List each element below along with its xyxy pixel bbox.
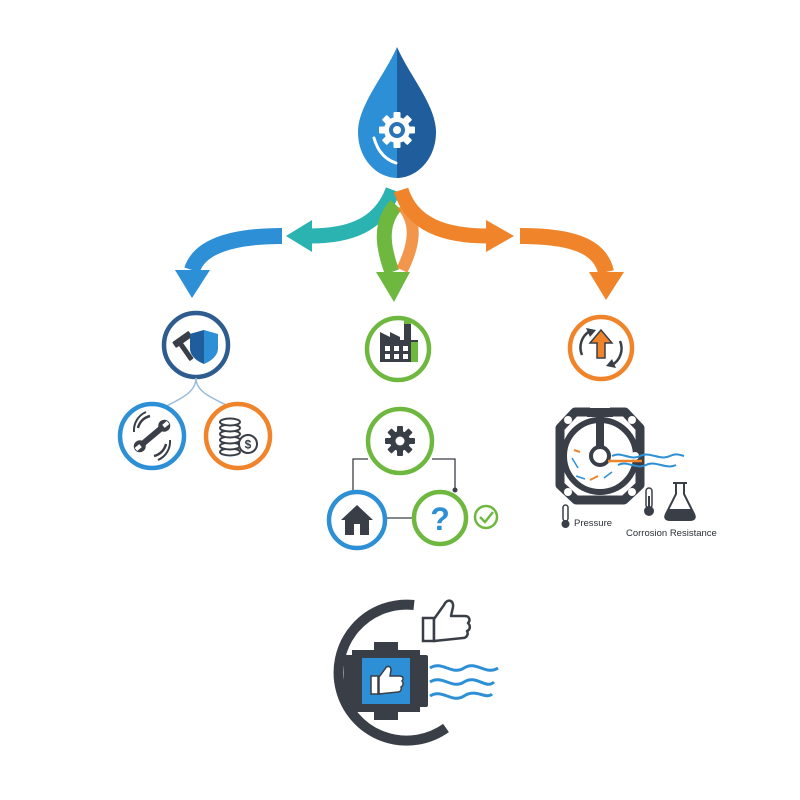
- svg-text:?: ?: [430, 501, 450, 537]
- left-column: $: [117, 310, 273, 471]
- right-column: Pressure Corrosion Resistance: [555, 314, 717, 539]
- wrench-icon: [117, 401, 187, 471]
- thermometer-icon: [561, 504, 570, 528]
- orange-arrow-right: [519, 228, 614, 275]
- valve-icon: [555, 407, 685, 505]
- question-icon: ?: [411, 489, 469, 547]
- coins-dollar-icon: $: [203, 401, 273, 471]
- refresh-arrow-up-icon: [567, 314, 635, 382]
- flask-icon: [664, 482, 696, 521]
- water-drop-gear-icon: [358, 47, 436, 178]
- gear-icon: [365, 406, 435, 476]
- svg-text:$: $: [245, 438, 252, 452]
- middle-column: ?: [326, 315, 499, 551]
- house-icon: [326, 489, 388, 551]
- orange-arrow: [393, 187, 489, 244]
- corrosion-resistance-label: Corrosion Resistance: [626, 528, 717, 539]
- thermometer-icon: [644, 487, 654, 516]
- green-arrow: [376, 199, 402, 275]
- branch-arrows: [175, 187, 624, 302]
- pressure-label: Pressure: [574, 518, 612, 529]
- check-icon: [473, 504, 499, 530]
- hammer-shield-icon: [161, 310, 231, 380]
- thumbs-up-icon: [421, 599, 472, 643]
- pipe-flange-icon: [333, 599, 499, 746]
- middle-connectors: [352, 458, 456, 519]
- factory-icon: [364, 315, 432, 383]
- thumbs-up-icon: [370, 665, 404, 695]
- teal-arrow: [309, 187, 401, 244]
- blue-arrow: [184, 228, 283, 274]
